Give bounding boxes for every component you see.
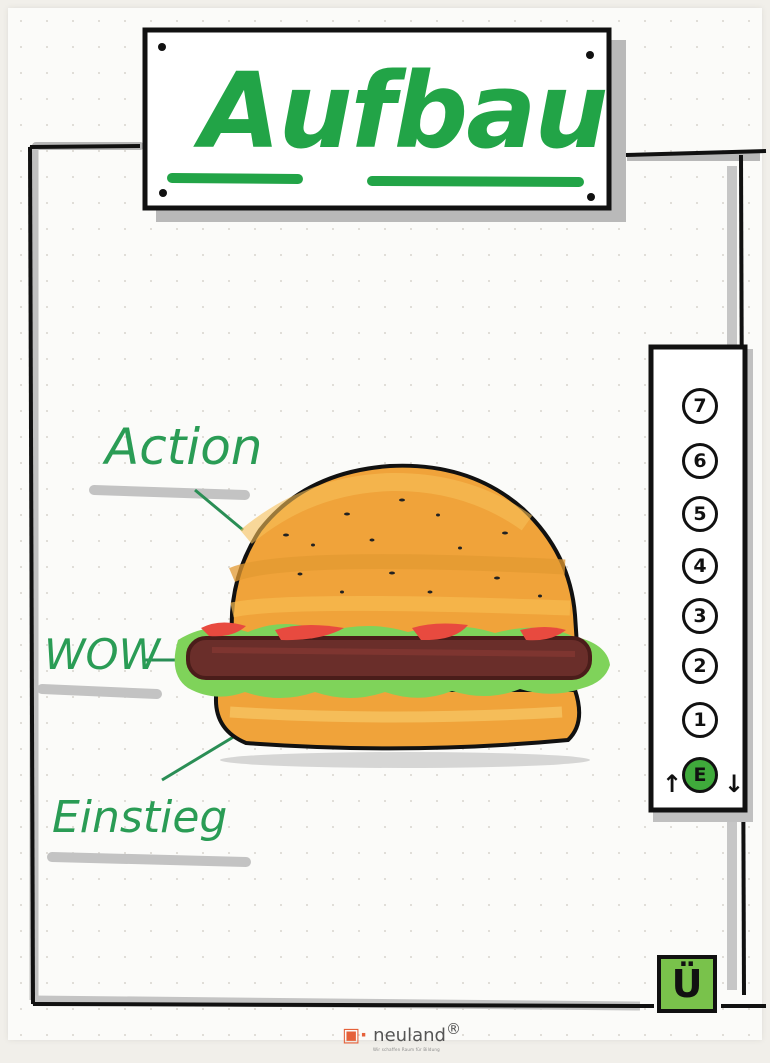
tack-icon xyxy=(159,189,167,197)
down-arrow-icon: ↓ xyxy=(724,772,744,796)
tack-icon xyxy=(158,43,166,51)
step-5: 5 xyxy=(682,496,718,532)
burger-illustration xyxy=(175,466,610,768)
outer-frame-top-left xyxy=(30,146,140,147)
outer-frame-bottom xyxy=(33,1004,654,1006)
label-einstieg: Einstieg xyxy=(52,792,227,843)
label-wow: WOW xyxy=(44,630,160,679)
brand-logo-registered: ® xyxy=(446,1020,461,1038)
page-title: Aufbau xyxy=(200,36,560,186)
label-action: Action xyxy=(105,418,262,476)
step-6: 6 xyxy=(682,443,718,479)
step-2: 2 xyxy=(682,648,718,684)
brand-logo-icon: ▣· xyxy=(342,1022,367,1048)
step-e: E xyxy=(682,757,718,793)
u-box: Ü xyxy=(657,955,717,1013)
step-4: 4 xyxy=(682,548,718,584)
step-1: 1 xyxy=(682,702,718,738)
tack-icon xyxy=(587,193,595,201)
brand-logo: ▣·neuland® Wir schaffen Raum für Bildung xyxy=(342,1016,492,1042)
step-3: 3 xyxy=(682,598,718,634)
up-arrow-icon: ↑ xyxy=(662,772,682,796)
brand-tagline: Wir schaffen Raum für Bildung xyxy=(373,1037,440,1063)
step-7: 7 xyxy=(682,388,718,424)
